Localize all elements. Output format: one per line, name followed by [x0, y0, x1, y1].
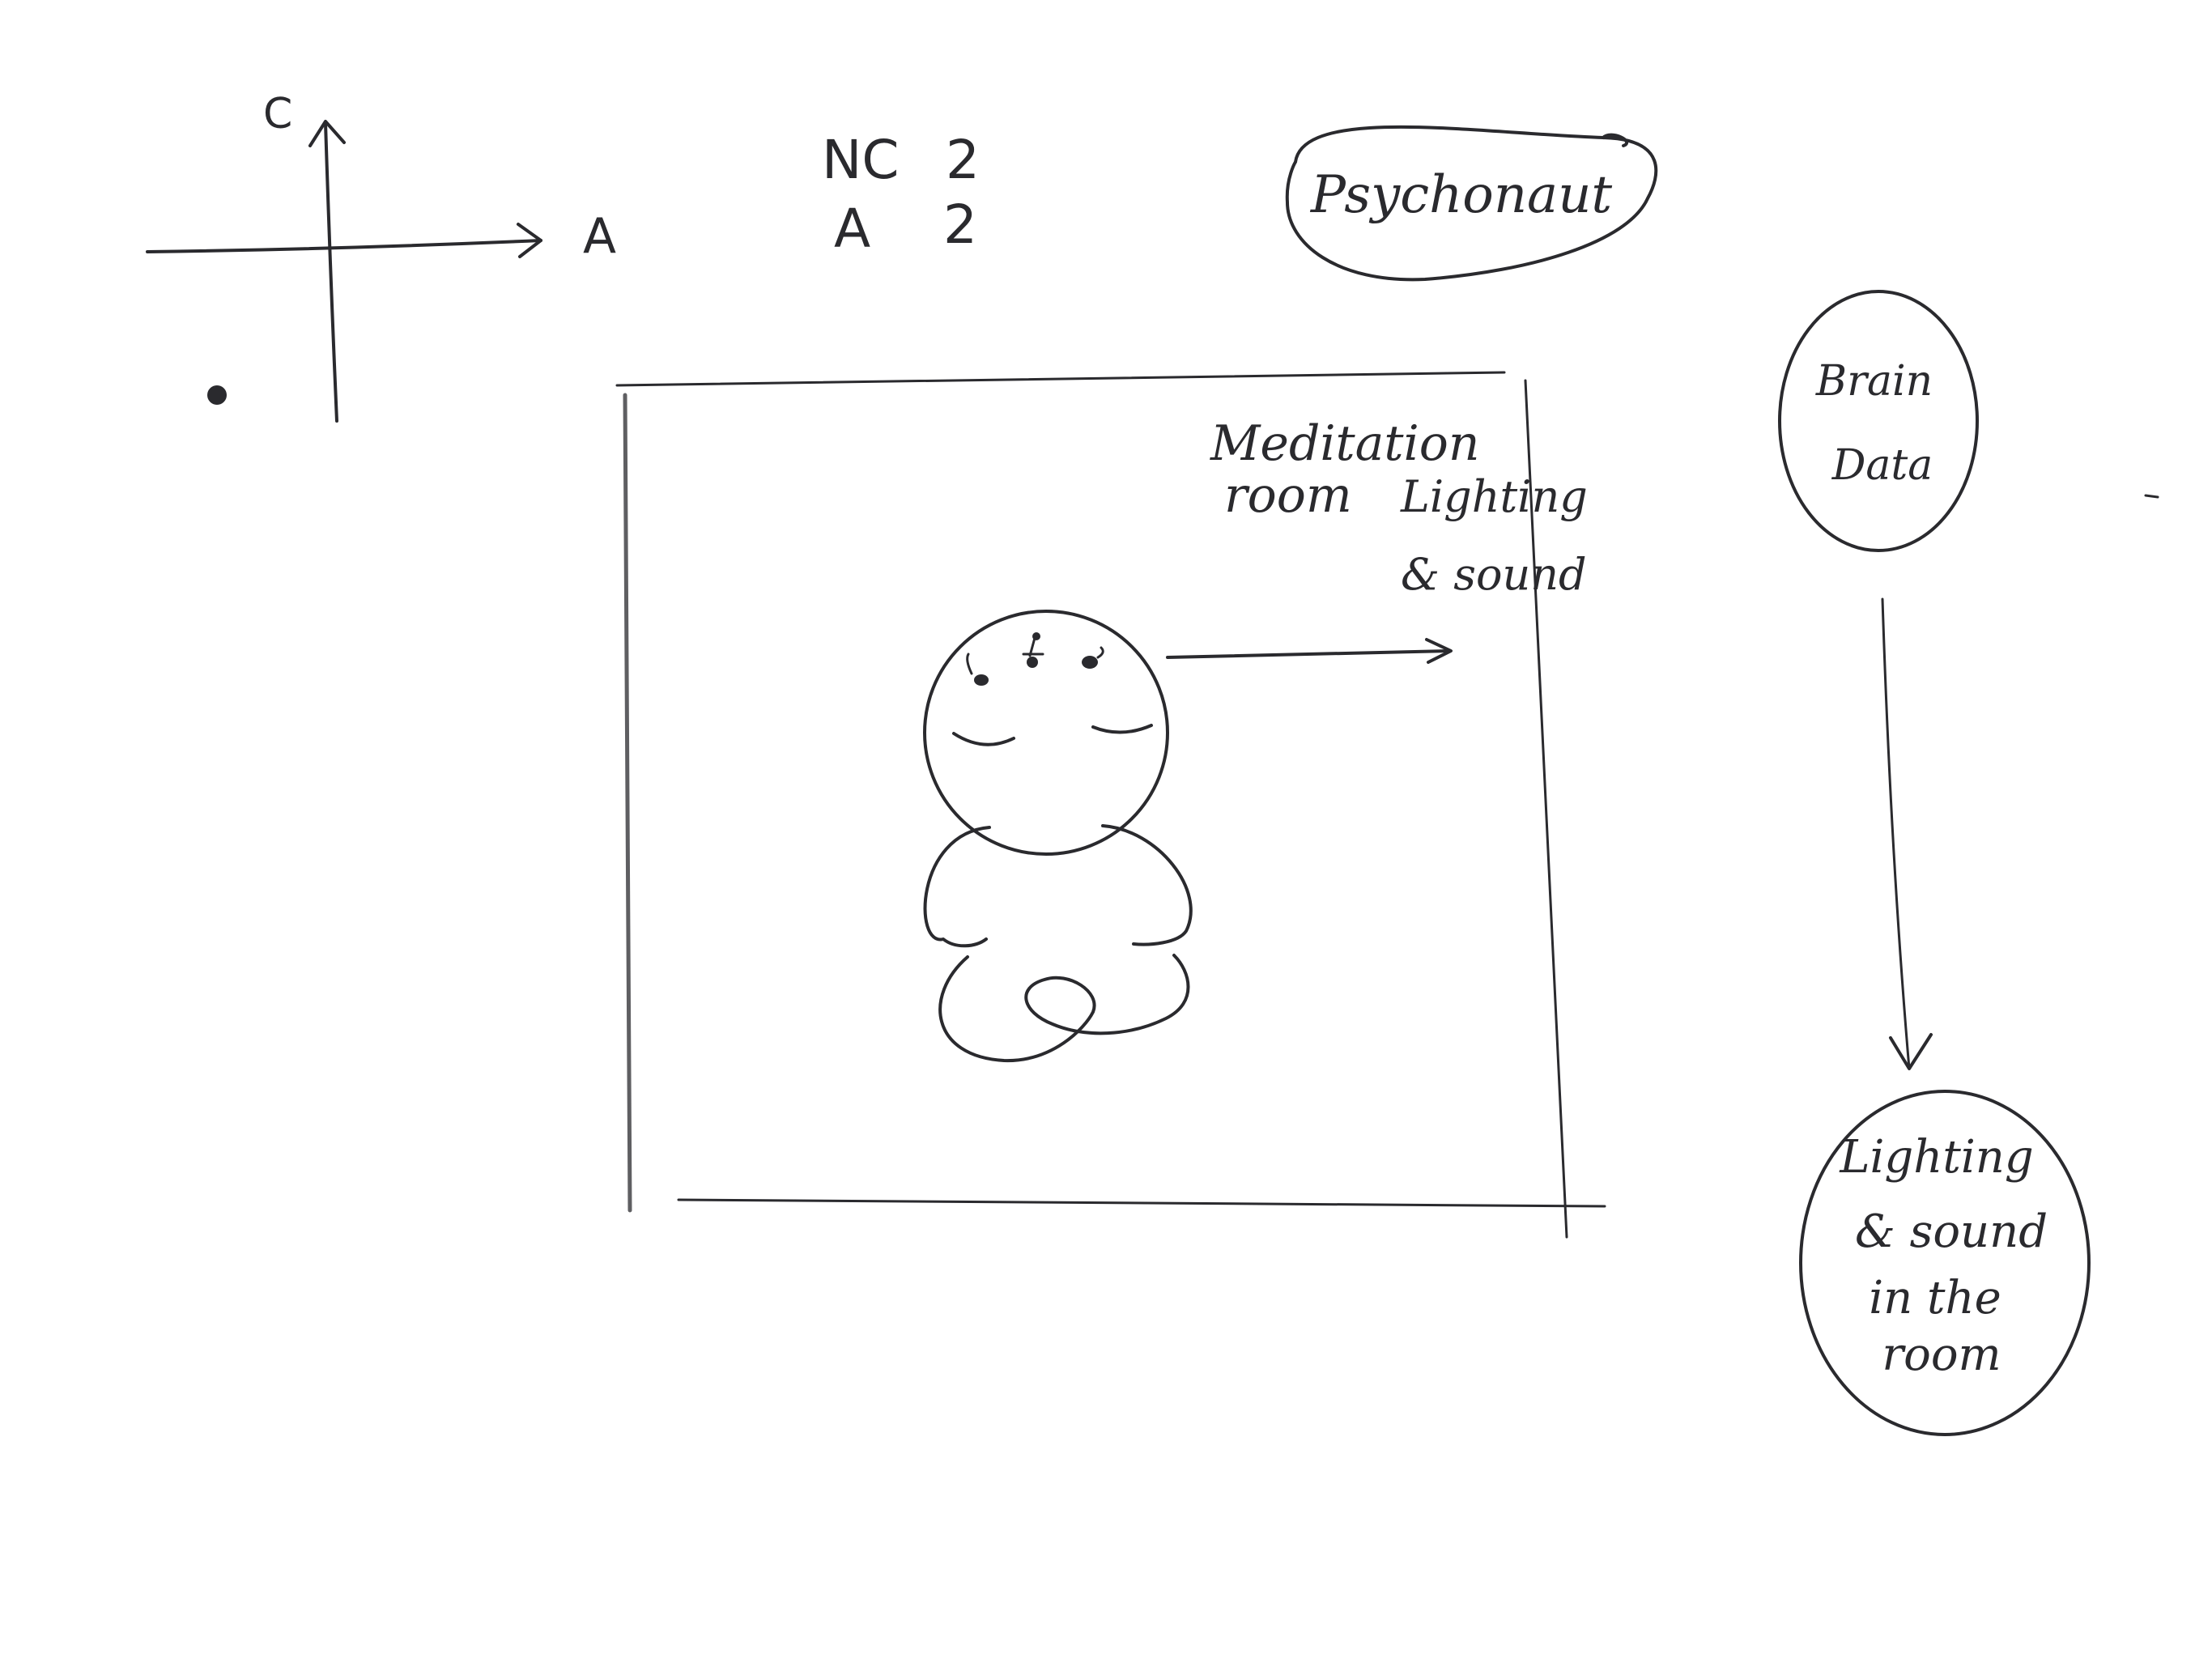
title-oval: Psychonaut — [1285, 125, 1658, 282]
lighting-sound-node: Lighting & sound in the room — [1799, 1090, 2091, 1436]
room-output-line2: & sound — [1401, 549, 1587, 600]
room-top-edge — [615, 371, 1506, 387]
vertical-arrow-shaft — [1881, 597, 1911, 1070]
figure-mark-left — [974, 674, 989, 686]
brain-to-lighting-arrow — [1881, 597, 1933, 1070]
score-label-nc: NC — [822, 129, 899, 191]
stray-pen-mark — [2144, 494, 2159, 499]
figure-eye-right — [1091, 724, 1153, 734]
room-label-line2: room — [1224, 467, 1352, 524]
figure-arrow-shaft — [1166, 649, 1451, 659]
figure-to-lighting-arrow — [1166, 638, 1453, 664]
figure-mark-right-tail — [1096, 646, 1104, 659]
x-axis-arrowhead — [517, 223, 542, 258]
room-label-line1: Meditation — [1210, 415, 1480, 472]
lighting-sound-oval — [1799, 1090, 2091, 1436]
figure-mark-center — [1027, 657, 1038, 668]
quadrant-axes: C A — [146, 90, 616, 423]
lighting-sound-line4: room — [1882, 1329, 2001, 1381]
y-axis-label: C — [263, 90, 292, 138]
scores-block: NC 2 A 2 — [822, 129, 980, 260]
lighting-sound-line3: in the — [1869, 1272, 2001, 1324]
y-axis-line — [324, 121, 338, 423]
score-label-a: A — [834, 198, 870, 260]
figure-arrow-head — [1425, 638, 1453, 664]
title-oval-text: Psychonaut — [1310, 165, 1613, 225]
figure-mark-center-dot — [1032, 632, 1040, 640]
meditation-room-frame — [615, 371, 1606, 1239]
score-value-nc: 2 — [946, 129, 980, 191]
title-oval-outline — [1285, 125, 1658, 282]
room-bottom-edge — [677, 1198, 1606, 1208]
brain-data-line2: Data — [1831, 441, 1933, 490]
vertical-arrow-head — [1889, 1033, 1933, 1070]
x-axis-line — [146, 239, 542, 253]
plotted-point — [207, 385, 227, 405]
figure-eye-left — [952, 732, 1015, 746]
figure-legs — [938, 954, 1190, 1063]
figure-torso — [923, 824, 1193, 948]
room-output-line1: Lighting — [1400, 471, 1588, 522]
room-right-edge — [1524, 379, 1568, 1239]
x-axis-label: A — [583, 208, 616, 265]
figure-mark-right — [1082, 656, 1098, 669]
figure-mark-left-tail — [966, 653, 973, 675]
brain-data-oval — [1778, 290, 1979, 552]
lighting-sound-line1: Lighting — [1839, 1131, 2033, 1184]
figure-mark-center-stem — [1022, 636, 1044, 657]
y-axis-arrowhead — [308, 120, 346, 147]
meditating-figure — [923, 610, 1193, 1063]
lighting-sound-line2: & sound — [1855, 1205, 2048, 1258]
brain-data-line1: Brain — [1815, 357, 1933, 406]
brain-data-node: Brain Data — [1778, 290, 1979, 552]
room-left-edge — [623, 393, 632, 1213]
figure-head — [923, 610, 1169, 856]
score-value-a: 2 — [943, 193, 977, 256]
